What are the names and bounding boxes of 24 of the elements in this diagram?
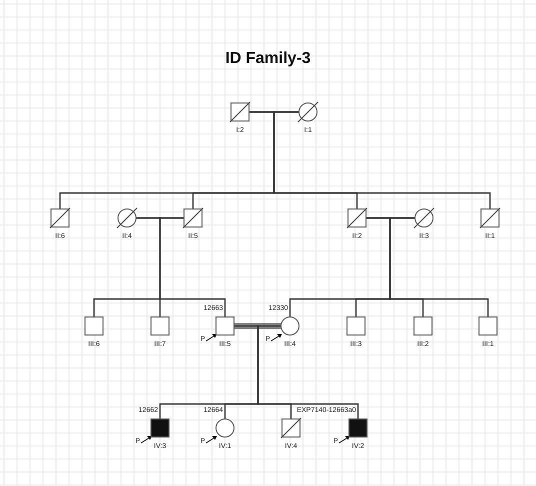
male-symbol xyxy=(182,207,204,229)
male-symbol xyxy=(347,417,369,439)
male-symbol xyxy=(214,315,236,337)
male-symbol xyxy=(229,101,251,123)
female-symbol xyxy=(214,417,236,439)
male-symbol xyxy=(477,315,499,337)
male-symbol xyxy=(280,417,302,439)
female-symbol xyxy=(279,315,301,337)
female-symbol xyxy=(413,207,435,229)
marriage-line xyxy=(233,323,282,329)
male-symbol xyxy=(149,417,171,439)
descent-line xyxy=(159,217,226,317)
male-symbol xyxy=(49,207,71,229)
female-symbol xyxy=(116,207,138,229)
male-symbol xyxy=(479,207,501,229)
descent-line xyxy=(257,325,359,419)
male-symbol xyxy=(83,315,105,337)
descent-line xyxy=(389,217,489,317)
title: ID Family-3 xyxy=(224,50,312,68)
male-symbol xyxy=(149,315,171,337)
male-symbol xyxy=(345,315,367,337)
female-symbol xyxy=(297,101,319,123)
male-symbol xyxy=(346,207,368,229)
male-symbol xyxy=(412,315,434,337)
